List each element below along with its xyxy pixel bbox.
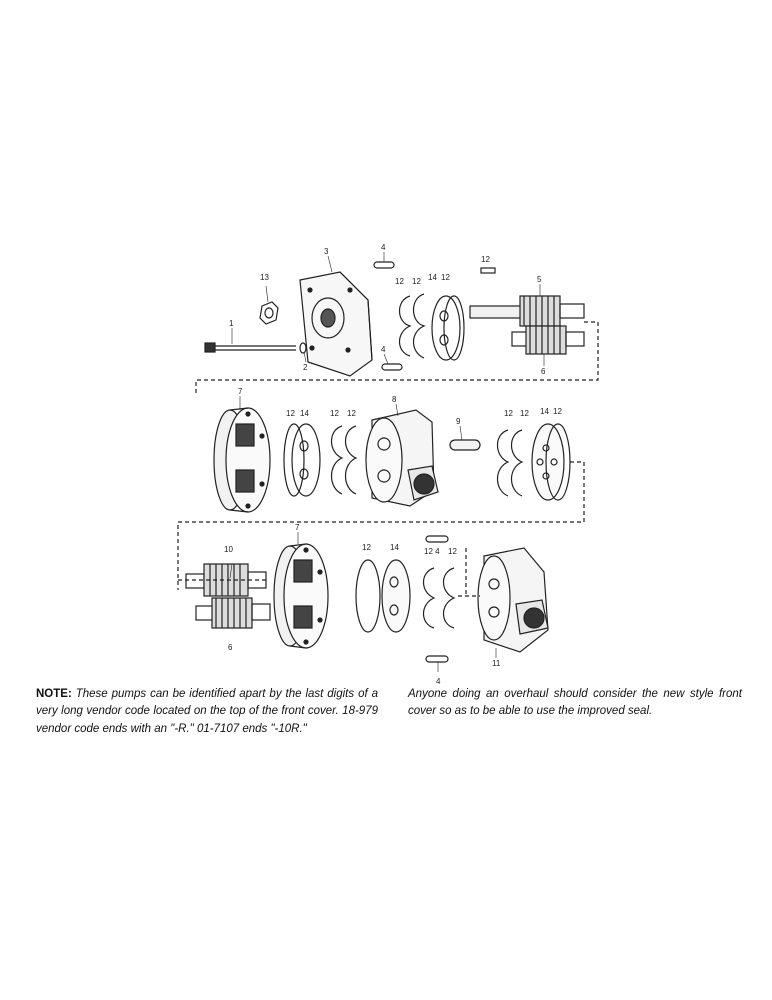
label-12: 12 xyxy=(520,409,529,418)
dowel-pin-r3-bottom xyxy=(425,655,449,663)
o-ring-r1 xyxy=(443,295,465,361)
washer-part-2 xyxy=(299,342,307,354)
label-14: 14 xyxy=(540,407,549,416)
label-12: 12 xyxy=(286,409,295,418)
label-7: 7 xyxy=(238,387,243,396)
label-9: 9 xyxy=(456,417,461,426)
label-2: 2 xyxy=(303,363,308,372)
seal-ring-r2d xyxy=(510,429,524,497)
note-right: Anyone doing an overhaul should consider… xyxy=(408,686,742,721)
seal-ring-r2a xyxy=(330,425,344,495)
shaft-part-9 xyxy=(449,439,481,451)
o-ring-r3 xyxy=(355,559,381,633)
gear-housing-part-7-bottom xyxy=(273,543,329,649)
idler-gear-part-10 xyxy=(185,563,267,597)
label-10: 10 xyxy=(224,545,233,554)
key-part-12-top xyxy=(480,267,496,274)
label-7: 7 xyxy=(295,523,300,532)
label-4: 4 xyxy=(381,243,386,252)
dowel-pin-r3-top xyxy=(425,535,449,543)
seal-ring-r1b xyxy=(412,293,426,359)
connector-line-2 xyxy=(177,461,585,590)
wear-plate-r2b xyxy=(531,423,565,501)
front-cover-part-3 xyxy=(299,271,373,377)
label-12: 12 xyxy=(504,409,513,418)
label-12: 12 xyxy=(553,407,562,416)
label-8: 8 xyxy=(392,395,397,404)
label-13: 13 xyxy=(260,273,269,282)
label-14: 14 xyxy=(390,543,399,552)
rear-cover-part-11 xyxy=(477,547,549,653)
label-12: 12 xyxy=(347,409,356,418)
seal-ring-r3b xyxy=(442,567,456,629)
part-labels: 3 4 13 1 2 4 12 12 14 12 12 5 6 7 12 14 … xyxy=(224,243,562,686)
bolt-part-1 xyxy=(204,342,296,353)
label-3: 3 xyxy=(324,247,329,256)
nut-part-13 xyxy=(259,301,279,325)
wear-plate-r3 xyxy=(381,559,411,633)
seal-ring-r2b xyxy=(344,425,358,495)
label-4: 4 xyxy=(381,345,386,354)
label-12-4: 12 4 xyxy=(424,547,440,556)
connector-line-4 xyxy=(458,548,480,597)
note-left: NOTE: These pumps can be identified apar… xyxy=(36,686,378,738)
drive-gear-part-5 xyxy=(469,295,585,327)
seal-ring-r2c xyxy=(496,429,510,497)
label-4: 4 xyxy=(436,677,441,686)
gear-housing-part-7-top xyxy=(213,407,271,513)
label-12: 12 xyxy=(481,255,490,264)
body-part-8 xyxy=(365,409,439,507)
note-right-text: Anyone doing an overhaul should consider… xyxy=(408,688,742,718)
wear-plate-r1 xyxy=(431,295,461,361)
label-6: 6 xyxy=(541,367,546,376)
idler-gear-part-6-bottom xyxy=(195,597,271,629)
wear-plate-r2a xyxy=(291,423,321,497)
label-14: 14 xyxy=(300,409,309,418)
label-12: 12 xyxy=(362,543,371,552)
label-12: 12 xyxy=(412,277,421,286)
note-label: NOTE: xyxy=(36,688,72,700)
label-12: 12 xyxy=(448,547,457,556)
label-12: 12 xyxy=(330,409,339,418)
label-6: 6 xyxy=(228,643,233,652)
idler-gear-part-6-top xyxy=(511,325,585,355)
leader-lines xyxy=(229,252,545,672)
o-ring-r2a xyxy=(283,423,305,497)
dowel-pin-bottom-part-4 xyxy=(381,363,403,371)
label-12: 12 xyxy=(395,277,404,286)
label-1: 1 xyxy=(229,319,234,328)
label-12: 12 xyxy=(441,273,450,282)
label-11: 11 xyxy=(492,659,501,668)
connector-line-1 xyxy=(195,321,599,396)
seal-ring-r3a xyxy=(422,567,436,629)
label-14: 14 xyxy=(428,273,437,282)
seal-ring-r1a xyxy=(398,295,412,357)
dowel-pin-top-part-4 xyxy=(373,261,395,269)
note-left-text: These pumps can be identified apart by t… xyxy=(36,688,378,735)
label-5: 5 xyxy=(537,275,542,284)
